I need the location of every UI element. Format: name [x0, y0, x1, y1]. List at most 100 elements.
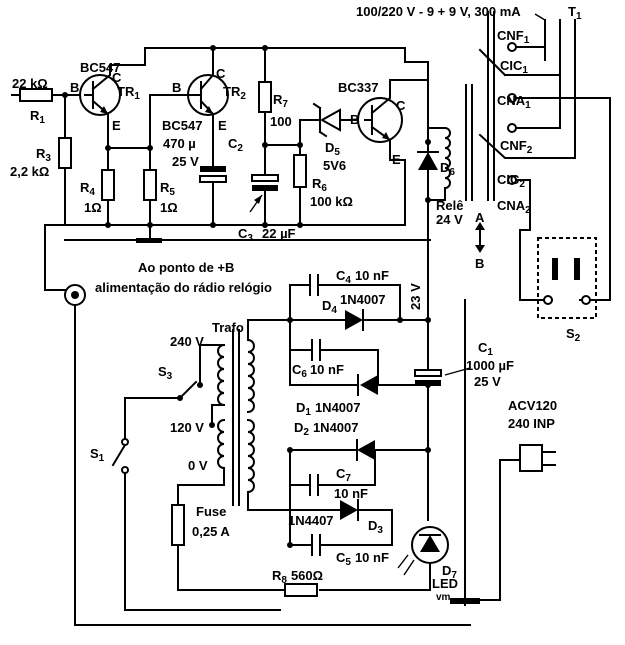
wire	[289, 449, 376, 486]
tr2-c-pin: C	[216, 66, 226, 81]
voltage-23v: 23 V	[408, 283, 423, 310]
d4-label: D4	[322, 298, 337, 316]
r6-value: 100 kΩ	[310, 194, 353, 209]
ground-symbol	[136, 238, 162, 243]
cnf1-label: CNF1	[497, 28, 530, 46]
tr3-base-pin: B	[350, 112, 359, 127]
tr1-transistor	[79, 74, 121, 116]
tap-240v: 240 V	[170, 334, 204, 349]
c6-capacitor	[311, 339, 321, 361]
s2-label: S2	[566, 326, 581, 344]
r5-resistor	[143, 169, 157, 201]
r4-resistor	[101, 169, 115, 201]
tr1-e-pin: E	[112, 118, 121, 133]
r4-label: R4	[80, 180, 95, 198]
wire	[319, 562, 431, 591]
trafo-secondary-coil	[246, 418, 255, 494]
r5-label: R5	[160, 180, 175, 198]
c1-label: C1	[478, 340, 493, 358]
junction	[297, 222, 303, 228]
r1-label: R1	[30, 108, 45, 126]
fuse-label: Fuse	[196, 504, 226, 519]
tr1-c-pin: C	[112, 70, 122, 85]
r6-label: R6	[312, 176, 327, 194]
r4-value: 1Ω	[84, 200, 102, 215]
wire	[427, 187, 446, 201]
d3-label: D3	[368, 518, 383, 536]
wire	[404, 47, 429, 143]
cna2-label: CNA2	[497, 198, 531, 216]
junction	[397, 317, 403, 323]
trafo-primary-coil	[217, 343, 226, 407]
t1-core	[487, 11, 495, 201]
d5-label: D5	[325, 140, 340, 158]
tr2-base	[149, 81, 202, 149]
c3-capacitor-plate	[252, 185, 278, 191]
tr3-emitter	[370, 125, 406, 161]
bc337-label: BC337	[338, 80, 378, 95]
d7-label: D7	[442, 563, 457, 581]
c1-value2: 25 V	[474, 374, 501, 389]
wire	[289, 284, 401, 321]
c7-label: C7	[336, 466, 351, 484]
s1-lever	[111, 443, 127, 467]
bc547b-label: BC547	[162, 118, 202, 133]
tr1-label: TR1	[117, 84, 140, 102]
r7-label: R7	[273, 92, 288, 110]
r6-resistor	[293, 154, 307, 188]
junction	[287, 542, 293, 548]
tr3-collector	[370, 79, 429, 115]
r3-label: R3	[36, 146, 51, 164]
led-label: LED	[432, 576, 458, 591]
c2-capacitor-plate	[200, 166, 226, 172]
cic1-switch	[478, 48, 561, 81]
junction	[262, 222, 268, 228]
d6-diode	[418, 152, 438, 170]
tr1-emitter-arrow	[100, 106, 108, 114]
wire	[44, 167, 66, 291]
r3-value: 2,2 kΩ	[10, 164, 49, 179]
wire	[177, 544, 251, 591]
note-line2: alimentação do rádio relógio	[95, 280, 272, 295]
pos-b-label: B	[475, 256, 484, 271]
d5-zener-diode	[319, 108, 341, 132]
wire-240v	[199, 344, 225, 386]
d6-label: D6	[440, 160, 455, 178]
ac-plug-pins	[541, 451, 556, 466]
d5-value: 5V6	[323, 158, 346, 173]
wire	[357, 509, 393, 546]
c4-capacitor	[309, 274, 319, 296]
wire	[124, 397, 181, 441]
rele-voltage: 24 V	[436, 212, 463, 227]
trafo-core	[232, 329, 240, 506]
ac-plug	[519, 444, 543, 472]
r3-resistor	[58, 137, 72, 169]
tr3-emitter-arrow	[382, 132, 390, 140]
trafo-label: Trafo	[212, 320, 244, 335]
s3-contact	[209, 422, 215, 428]
t1-pointer	[534, 13, 546, 21]
tr2-label: TR2	[223, 84, 246, 102]
junction	[425, 382, 431, 388]
s2-contact	[552, 258, 558, 280]
note-line1: Ao ponto de +B	[138, 260, 234, 275]
wire	[469, 459, 501, 601]
d1-diode	[360, 375, 378, 395]
c3-label: C3	[238, 226, 253, 244]
junction	[262, 45, 268, 51]
r5-value: 1Ω	[160, 200, 178, 215]
junction	[105, 222, 111, 228]
fuse	[171, 504, 185, 546]
t1-label: T1	[568, 4, 582, 22]
tr1-collector-wire	[91, 47, 201, 91]
pos-a-label: A	[475, 210, 485, 225]
c2-label: C2	[228, 136, 243, 154]
junction	[210, 45, 216, 51]
wire-ground-rail	[44, 184, 406, 226]
output-jack-center	[71, 291, 79, 299]
